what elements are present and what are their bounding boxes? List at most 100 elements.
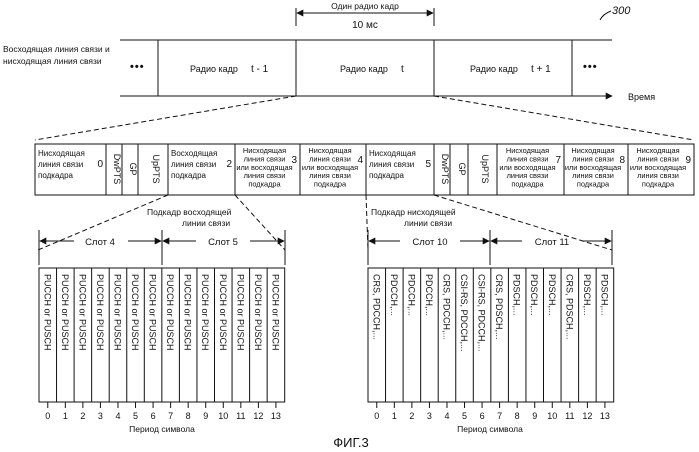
subframe-text: подкадра: [248, 180, 281, 189]
symbol-content-label: PUCCH or PUSCH: [200, 274, 210, 351]
symbol-index: 3: [427, 411, 432, 421]
symbol-content-label: PDCCH,...: [389, 274, 399, 316]
uplink-subframe-title-line2: линии связи: [182, 218, 230, 228]
symbol-content-label: PDSCH,...: [547, 274, 557, 316]
symbol-content-label: PUCCH or PUSCH: [60, 274, 70, 351]
symbol-index: 6: [480, 411, 485, 421]
symbol-cell: CRS, PDCCH,...0: [371, 274, 381, 421]
symbol-cell: PUCCH or PUSCH3: [95, 274, 105, 421]
symbol-index: 7: [497, 411, 502, 421]
special-field-label: GP: [457, 162, 467, 175]
symbol-content-label: PUCCH or PUSCH: [270, 274, 280, 351]
symbol-content-label: PDCCH,...: [406, 274, 416, 316]
symbol-cell: PDSCH,...10: [547, 274, 558, 421]
subframe-text: Нисходящая: [38, 149, 85, 158]
symbol-index: 11: [236, 411, 245, 421]
uplink-subframe-title-line1: Подкадр восходящей: [147, 207, 232, 217]
reference-leader-line: [600, 11, 611, 20]
subframe-number: 2: [226, 159, 232, 170]
subframe-number: 5: [425, 159, 431, 170]
time-axis-label: Время: [628, 92, 655, 102]
subframe-text: подкадра: [38, 171, 74, 180]
symbol-index: 5: [133, 411, 138, 421]
symbol-cell: PUCCH or PUSCH0: [42, 274, 52, 421]
symbol-content-label: PUCCH or PUSCH: [130, 274, 140, 351]
symbol-cell: PDSCH,...12: [582, 274, 593, 421]
downlink-slot-a-label: Слот 10: [412, 237, 447, 248]
symbol-index: 13: [600, 411, 610, 421]
symbol-index: 9: [532, 411, 537, 421]
special-field-label: DwPTS: [440, 154, 450, 185]
symbol-index: 10: [218, 411, 228, 421]
subframe-number: 0: [97, 159, 103, 170]
subframe-cell-4: Нисходящаялиния связиили восходящаялиния…: [302, 146, 364, 189]
symbol-cell: PUCCH or PUSCH 5: [130, 274, 140, 421]
subframe-text: подкадра: [171, 171, 207, 180]
downlink-subframe-title-line1: Подкадр нисходящей: [371, 207, 456, 217]
symbol-index: 8: [186, 411, 191, 421]
symbol-index: 13: [271, 411, 281, 421]
uplink-slot-a-label: Слот 4: [85, 237, 115, 248]
symbol-cell: CRS, PDSCH,... 7: [494, 274, 504, 421]
symbol-cell: PUCCH or PUSCH9: [200, 274, 210, 421]
symbol-content-label: PUCCH or PUSCH: [112, 274, 122, 351]
frame-span-label: Один радио кадр: [331, 1, 399, 11]
symbol-index: 11: [565, 411, 574, 421]
subframe-number: 7: [555, 155, 561, 166]
symbol-content-label: PUCCH or PUSCH: [183, 274, 193, 351]
symbol-cell: PDSCH,... 13: [599, 274, 610, 421]
frame-index-next: t + 1: [531, 64, 551, 75]
symbol-cell: PUCCH or PUSCH 1: [60, 274, 70, 421]
downlink-slot-b-label: Слот 11: [535, 237, 569, 248]
subframe-cell-8: Нисходящаялиния связиили восходящаялиния…: [565, 146, 626, 189]
symbol-cell: CSI-RS, PDCCH,...5: [459, 274, 469, 421]
subframe-text: подкадра: [511, 180, 544, 189]
symbol-index: 12: [253, 411, 263, 421]
subframe-number: 4: [357, 155, 363, 166]
symbol-cell: PUCCH or PUSCH2: [77, 274, 87, 421]
subframe-number: 3: [291, 155, 297, 166]
symbol-cell: PUCCH or PUSCH 13: [270, 274, 281, 421]
subframe-text: подкадра: [642, 180, 675, 189]
symbol-index: 4: [444, 411, 449, 421]
symbol-content-label: PUCCH or PUSCH: [218, 274, 228, 351]
subframe-cell-2: Восходящаялиния связиподкадра2: [171, 149, 232, 180]
symbol-content-label: CSI-RS, PDCCH,...: [477, 274, 487, 352]
symbol-cell: CRS, PDSCH,... 11: [564, 274, 574, 421]
subframe-text: подкадра: [314, 180, 347, 189]
link-label-line1: Восходящая линия связи и: [3, 44, 110, 54]
subframe-text: линия связи: [369, 160, 414, 169]
subframe-cell-0: Нисходящаялиния связиподкадра0: [38, 149, 103, 180]
figure-reference-number: 300: [612, 5, 631, 17]
symbol-content-label: PUCCH or PUSCH: [95, 274, 105, 351]
symbol-content-label: PUCCH or PUSCH: [253, 274, 263, 351]
frame-index-current: t: [401, 64, 404, 75]
special-field-label: UpPTS: [151, 154, 161, 183]
symbol-content-label: PUCCH or PUSCH: [235, 274, 245, 351]
symbol-cell: PUCCH or PUSCH7: [165, 274, 175, 421]
subframe-cell-3: Нисходящаялиния связиили восходящаялиния…: [236, 146, 297, 189]
uplink-axis-label: Период символа: [129, 424, 195, 434]
zoom-line-left: [35, 96, 296, 140]
symbol-cell: PDSCH,... 9: [529, 274, 539, 421]
symbol-index: 2: [80, 411, 85, 421]
symbol-index: 1: [63, 411, 68, 421]
symbol-content-label: PDSCH,...: [599, 274, 609, 316]
subframe-number: 8: [619, 155, 625, 166]
symbol-content-label: PDSCH,...: [512, 274, 522, 316]
symbol-content-label: PDSCH,...: [529, 274, 539, 316]
subframe-text: Нисходящая: [369, 149, 416, 158]
symbol-content-label: CRS, PDSCH,...: [494, 274, 504, 340]
symbol-content-label: CSI-RS, PDCCH,...: [459, 274, 469, 352]
symbol-cell: PUCCH or PUSCH4: [112, 274, 122, 421]
symbol-content-label: PUCCH or PUSCH: [148, 274, 158, 351]
special-field-label: UpPTS: [480, 154, 490, 183]
symbol-cell: PDSCH,...8: [512, 274, 522, 421]
symbol-cell: CRS, PDCCH,...4: [441, 274, 451, 421]
frame-index-prev: t - 1: [251, 64, 269, 75]
symbol-content-label: PDCCH,...: [424, 274, 434, 316]
symbol-index: 12: [582, 411, 592, 421]
symbol-content-label: CRS, PDSCH,...: [564, 274, 574, 340]
frame-label-next: Радио кадр: [470, 64, 518, 74]
symbol-index: 1: [392, 411, 397, 421]
